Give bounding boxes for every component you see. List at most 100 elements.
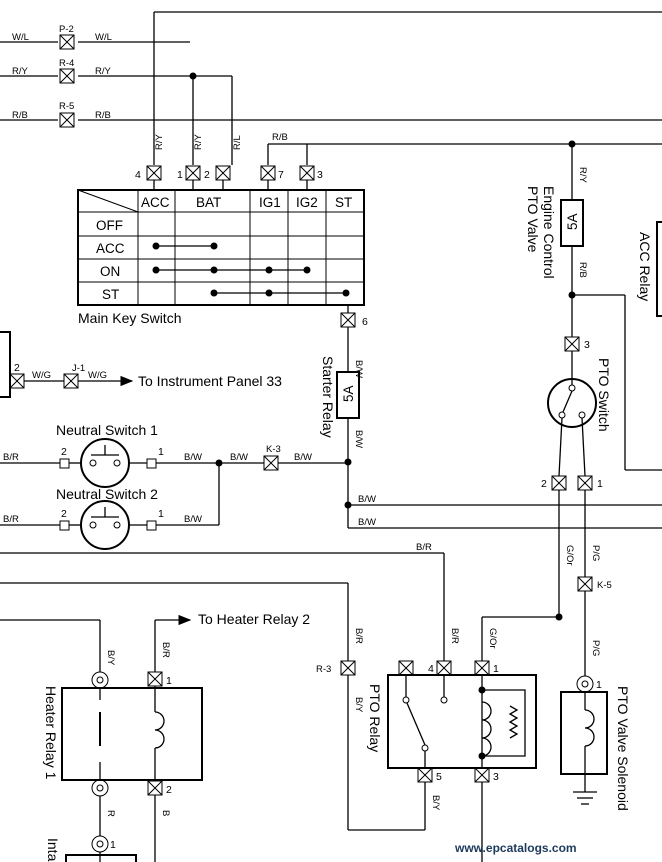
- to-instrument-panel-label: To Instrument Panel 33: [138, 373, 282, 389]
- pin-label: 2: [204, 169, 210, 181]
- wire-label: B/W: [294, 452, 312, 463]
- connector-label: R-3: [316, 664, 331, 675]
- wire-label: R: [105, 810, 116, 817]
- instrument-panel-circuit: [0, 331, 134, 398]
- pin-label: 2: [61, 508, 67, 520]
- pto-relay-label: PTO Relay: [367, 684, 383, 752]
- wire-label: R/Y: [193, 134, 204, 151]
- engine-control-fuse: [560, 144, 662, 471]
- intake-partial-label: Inta: [45, 838, 61, 862]
- acc-relay-label: ACC Relay: [637, 232, 653, 301]
- neutral-switch-2: [0, 463, 220, 550]
- wire-label: G/Or: [487, 628, 498, 649]
- connector-label: P-2: [59, 24, 74, 35]
- key-switch-col-ig2: IG2: [296, 195, 318, 210]
- top-connectors: [59, 34, 75, 128]
- pin-label: 1: [110, 839, 116, 851]
- pin-label: 1: [596, 679, 602, 691]
- wire-label: W/G: [32, 370, 51, 381]
- wire-label: R/B: [12, 110, 28, 121]
- pin-label: 2: [166, 784, 172, 796]
- wire-label: B/R: [353, 628, 364, 644]
- pin-label: 1: [493, 663, 499, 675]
- key-switch-col-acc: ACC: [141, 195, 170, 210]
- pin-label: 2: [14, 362, 20, 374]
- pin-label: 4: [135, 169, 141, 181]
- connector-p2: [59, 34, 75, 50]
- pto-relay: [387, 660, 537, 862]
- wire-label: R/Y: [12, 66, 29, 77]
- connector-r4: [59, 68, 75, 84]
- pin-label: 7: [278, 169, 284, 181]
- wire-label: B: [160, 810, 171, 816]
- pin-label: 6: [362, 316, 368, 328]
- connector-label: K-5: [597, 580, 612, 591]
- wire-label: B/W: [184, 452, 202, 463]
- pin-label: 4: [428, 663, 434, 675]
- connector-r3: [340, 660, 425, 831]
- connector-label: R-5: [59, 101, 74, 112]
- wire-label: B/R: [3, 514, 19, 525]
- neutral-switch-1-label: Neutral Switch 1: [56, 422, 158, 438]
- pin-label: 3: [493, 771, 499, 783]
- pin-label: 2: [61, 446, 67, 458]
- wire-label: B/Y: [430, 795, 441, 811]
- heater-relay-1: [61, 614, 203, 862]
- pin-label: 1: [597, 478, 603, 490]
- wire-label: B/W: [353, 430, 364, 448]
- wire-label: R/B: [272, 132, 288, 143]
- key-switch-title: Main Key Switch: [78, 310, 181, 326]
- starter-relay-circuit: [336, 305, 662, 529]
- wire-label: R/Y: [577, 167, 588, 184]
- pto-valve-label: PTO Valve: [525, 186, 541, 253]
- engine-fuse-label: 5A: [565, 213, 580, 230]
- pin-label: 2: [541, 478, 547, 490]
- wire-label: B/W: [230, 452, 248, 463]
- wire-label: W/L: [12, 32, 29, 43]
- connector-label: R-4: [59, 58, 74, 69]
- wire-label: R/B: [577, 262, 588, 278]
- wire-label: B/R: [416, 542, 432, 553]
- key-switch-row-acc: ACC: [96, 241, 125, 256]
- pin-label: 3: [317, 169, 323, 181]
- wire-label: B/Y: [353, 697, 364, 713]
- wire-label: W/L: [95, 32, 112, 43]
- starter-fuse-label: 5A: [341, 385, 356, 402]
- wire-label: B/W: [358, 517, 376, 528]
- pin-label: 1: [158, 446, 164, 458]
- key-switch-row-st: ST: [102, 287, 119, 302]
- connector-r5: [59, 112, 75, 128]
- pto-valve-solenoid-label: PTO Valve Solenoid: [615, 686, 631, 811]
- key-switch-row-off: OFF: [96, 218, 123, 233]
- key-switch-row-on: ON: [100, 264, 120, 279]
- engine-control-label: Engine Control: [541, 186, 557, 279]
- pto-switch-label: PTO Switch: [596, 358, 612, 432]
- key-switch-pins: [146, 165, 315, 190]
- wire-label: B/W: [184, 514, 202, 525]
- pto-valve-solenoid: [560, 675, 608, 805]
- wire-label: P/G: [590, 640, 601, 656]
- key-switch-col-bat: BAT: [196, 195, 221, 210]
- wire-label: B/Y: [105, 650, 116, 666]
- key-switch-col-st: ST: [335, 195, 352, 210]
- heater-relay-1-label: Heater Relay 1: [43, 686, 59, 780]
- wire-label: B/R: [449, 628, 460, 644]
- to-heater-relay-label: To Heater Relay 2: [198, 611, 310, 627]
- pin-label: 3: [584, 339, 590, 351]
- pin-label: 5: [436, 771, 442, 783]
- wire-label: W/G: [88, 370, 107, 381]
- connector-label: J-1: [72, 363, 85, 374]
- neutral-switch-1: [0, 438, 348, 488]
- wire-label: R/L: [232, 135, 243, 150]
- wire-label: G/Or: [564, 545, 575, 566]
- pin-label: 1: [166, 675, 172, 687]
- neutral-switch-2-label: Neutral Switch 2: [56, 486, 158, 502]
- pin-label: 1: [177, 169, 183, 181]
- wire-label: B/R: [3, 452, 19, 463]
- pin-label: 1: [158, 508, 164, 520]
- wire-label: B/W: [353, 360, 364, 378]
- top-wires: [0, 11, 662, 165]
- watermark: www.epcatalogs.com: [454, 841, 577, 855]
- br-lines: [0, 552, 559, 672]
